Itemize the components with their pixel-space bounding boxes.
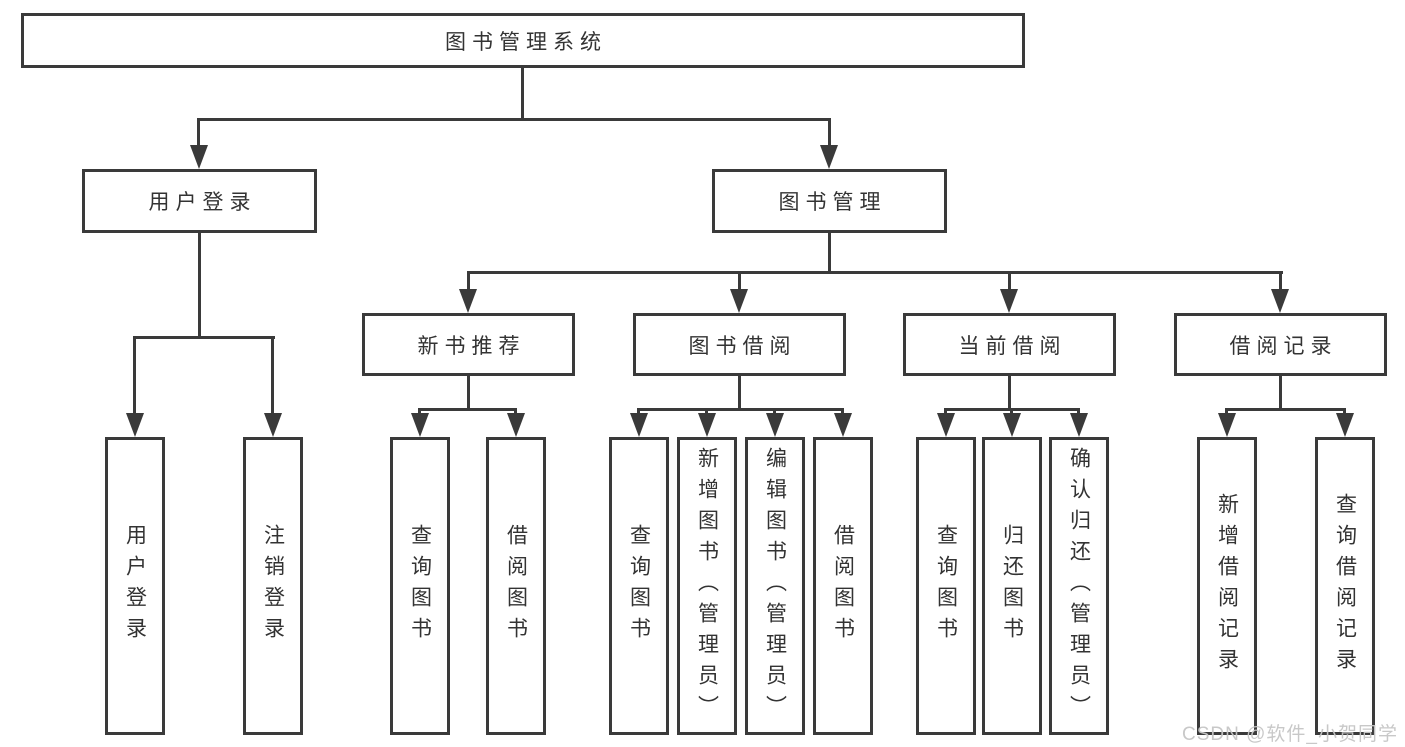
connector-line — [1279, 376, 1282, 408]
node-label: 图书借阅 — [688, 334, 797, 358]
connector-line — [521, 68, 524, 118]
leaf-label: 确认归还（管理员） — [1067, 446, 1091, 726]
leaf-confirm-return-admin: 确认归还（管理员） — [1049, 437, 1109, 735]
connector-line — [1077, 408, 1080, 416]
connector-line — [1225, 408, 1228, 416]
arrow-down-icon — [1336, 413, 1354, 437]
connector-line — [514, 408, 517, 416]
connector-line — [133, 336, 275, 339]
node-user-login: 用户登录 — [82, 169, 317, 233]
arrow-down-icon — [834, 413, 852, 437]
connector-line — [637, 408, 640, 416]
csdn-watermark: CSDN @软件_小贺同学 — [1182, 724, 1398, 745]
connector-line — [828, 233, 831, 271]
connector-line — [738, 271, 741, 293]
node-label: 新书推荐 — [417, 334, 526, 358]
connector-line — [467, 271, 470, 293]
arrow-down-icon — [264, 413, 282, 437]
arrow-down-icon — [1000, 289, 1018, 313]
connector-line — [467, 376, 470, 408]
arrow-down-icon — [507, 413, 525, 437]
connector-line — [1010, 408, 1013, 416]
leaf-label: 查询借阅记录 — [1333, 493, 1357, 679]
leaf-add-borrow-record: 新增借阅记录 — [1197, 437, 1257, 735]
leaf-label: 注销登录 — [261, 524, 285, 648]
leaf-query-books-borrowing: 查询图书 — [609, 437, 669, 735]
connector-line — [197, 118, 200, 148]
connector-line — [828, 118, 831, 148]
arrow-down-icon — [698, 413, 716, 437]
arrow-down-icon — [1271, 289, 1289, 313]
connector-line — [467, 271, 1283, 274]
node-current-borrowing: 当前借阅 — [903, 313, 1116, 376]
arrow-down-icon — [630, 413, 648, 437]
leaf-user-login: 用户登录 — [105, 437, 165, 735]
leaf-label: 借阅图书 — [831, 524, 855, 648]
leaf-label: 新增图书（管理员） — [695, 446, 719, 726]
node-book-management: 图书管理 — [712, 169, 947, 233]
node-borrowing-records: 借阅记录 — [1174, 313, 1387, 376]
connector-line — [637, 408, 844, 411]
leaf-label: 借阅图书 — [504, 524, 528, 648]
leaf-label: 新增借阅记录 — [1215, 493, 1239, 679]
connector-line — [133, 336, 136, 416]
connector-line — [705, 408, 708, 416]
leaf-borrow-books-recommend: 借阅图书 — [486, 437, 546, 735]
arrow-down-icon — [730, 289, 748, 313]
arrow-down-icon — [1070, 413, 1088, 437]
arrow-down-icon — [459, 289, 477, 313]
connector-line — [944, 408, 947, 416]
node-book-borrowing: 图书借阅 — [633, 313, 846, 376]
connector-line — [418, 408, 421, 416]
arrow-down-icon — [1003, 413, 1021, 437]
connector-line — [1008, 376, 1011, 408]
connector-line — [841, 408, 844, 416]
leaf-label: 归还图书 — [1000, 524, 1024, 648]
node-library-system: 图书管理系统 — [21, 13, 1025, 68]
node-label: 图书管理系统 — [445, 30, 607, 54]
arrow-down-icon — [820, 145, 838, 169]
connector-line — [197, 118, 831, 121]
leaf-label: 查询图书 — [627, 524, 651, 648]
leaf-borrow-books-borrowing: 借阅图书 — [813, 437, 873, 735]
connector-line — [773, 408, 776, 416]
connector-line — [1008, 271, 1011, 293]
connector-line — [1225, 408, 1346, 411]
connector-line — [418, 408, 517, 411]
connector-line — [1343, 408, 1346, 416]
node-label: 当前借阅 — [958, 334, 1067, 358]
connector-line — [271, 336, 274, 416]
arrow-down-icon — [766, 413, 784, 437]
leaf-query-books-current: 查询图书 — [916, 437, 976, 735]
arrow-down-icon — [126, 413, 144, 437]
connector-line — [198, 233, 201, 336]
connector-line — [738, 376, 741, 408]
leaf-label: 编辑图书（管理员） — [763, 446, 787, 726]
connector-line — [1279, 271, 1282, 293]
node-label: 图书管理 — [778, 191, 887, 214]
leaf-label: 用户登录 — [123, 524, 147, 648]
leaf-label: 查询图书 — [408, 524, 432, 648]
node-label: 用户登录 — [148, 191, 257, 214]
arrow-down-icon — [937, 413, 955, 437]
node-label: 借阅记录 — [1229, 334, 1338, 358]
leaf-label: 查询图书 — [934, 524, 958, 648]
arrow-down-icon — [190, 145, 208, 169]
leaf-logout: 注销登录 — [243, 437, 303, 735]
leaf-return-books: 归还图书 — [982, 437, 1042, 735]
arrow-down-icon — [411, 413, 429, 437]
arrow-down-icon — [1218, 413, 1236, 437]
leaf-query-books-recommend: 查询图书 — [390, 437, 450, 735]
node-new-book-recommendation: 新书推荐 — [362, 313, 575, 376]
leaf-query-borrow-record: 查询借阅记录 — [1315, 437, 1375, 735]
leaf-edit-books-admin: 编辑图书（管理员） — [745, 437, 805, 735]
leaf-add-books-admin: 新增图书（管理员） — [677, 437, 737, 735]
